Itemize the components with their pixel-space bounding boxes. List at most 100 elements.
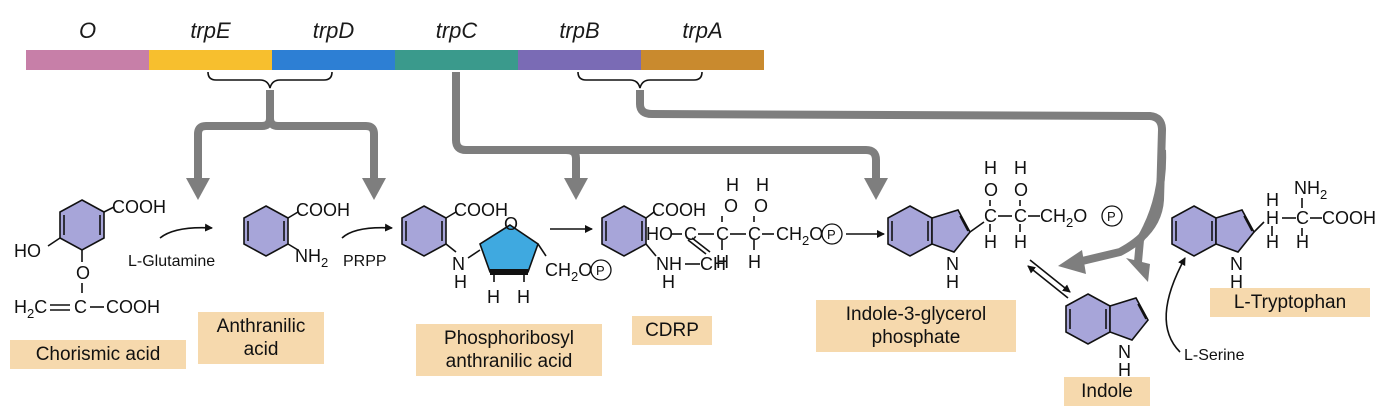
gene-label-trpE: trpE (190, 18, 231, 43)
tryptophan-structure: N H H H H C C COOH NH2 H (1171, 178, 1376, 292)
svg-text:H: H (726, 175, 739, 195)
cdrp-structure: COOH HO C C C CH2O P H O H O H H NH CH H (601, 175, 843, 292)
indole-structure: N H (1065, 293, 1149, 380)
trpC-to-cdrp-arrow (452, 72, 580, 180)
svg-text:H: H (756, 175, 769, 195)
trpBA-to-trp-arrow (1134, 149, 1167, 263)
svg-text:H: H (716, 252, 729, 272)
trpC-arrowhead-1 (564, 178, 588, 200)
svg-text:COOH: COOH (652, 200, 706, 220)
svg-text:NH2: NH2 (1294, 178, 1327, 202)
gene-segment-O (26, 50, 149, 70)
svg-text:N: N (452, 254, 465, 274)
svg-text:H: H (1266, 232, 1279, 252)
svg-text:H: H (1230, 272, 1243, 292)
gene-segment-trpD (272, 50, 395, 70)
glutamine-arrow (159, 223, 213, 239)
indole-label: Indole (1064, 377, 1150, 406)
svg-text:NH: NH (656, 254, 682, 274)
chorismic-acid-label: Chorismic acid (10, 340, 186, 369)
svg-text:H: H (1266, 208, 1279, 228)
serine-label: L-Serine (1184, 347, 1245, 364)
prpp-arrow (341, 223, 393, 239)
svg-text:O: O (724, 196, 738, 216)
svg-text:H: H (984, 158, 997, 178)
gene-label-O: O (79, 18, 96, 43)
trpC-to-igp-arrow (566, 146, 880, 180)
svg-text:H: H (662, 272, 675, 292)
svg-text:H: H (1014, 158, 1027, 178)
trpBA-arrowhead-1 (1058, 250, 1086, 274)
svg-text:H: H (1014, 232, 1027, 252)
svg-text:NH2: NH2 (295, 246, 328, 270)
svg-text:H: H (1296, 232, 1309, 252)
svg-text:COOH: COOH (1322, 208, 1376, 228)
trpC-arrowhead-2 (864, 178, 888, 200)
svg-text:O: O (754, 196, 768, 216)
prpp-label: PRPP (343, 253, 387, 270)
gene-label-trpA: trpA (682, 18, 722, 43)
cdrp-label: CDRP (632, 316, 712, 345)
gene-label-trpD: trpD (313, 18, 355, 43)
svg-text:HO: HO (646, 224, 673, 244)
trpE-trpD-brace (207, 71, 333, 89)
svg-text:H: H (454, 272, 467, 292)
svg-text:H: H (1266, 190, 1279, 210)
trpBA-arrowhead-2 (1126, 258, 1150, 282)
igp-indole-equilibrium-arrows (1027, 259, 1071, 299)
svg-text:O: O (1014, 180, 1028, 200)
svg-text:P: P (596, 263, 605, 278)
chorismic-acid-structure: COOH HO O H2C C COOH (14, 197, 166, 321)
gene-segment-trpB (518, 50, 641, 70)
svg-text:H: H (748, 252, 761, 272)
svg-text:H: H (517, 287, 530, 307)
gene-segment-trpC (395, 50, 518, 70)
enzyme-flow-arrows (186, 72, 1167, 282)
gene-label-trpC: trpC (436, 18, 478, 43)
anthranilic-acid-structure: COOH NH2 (243, 200, 350, 270)
svg-text:C: C (1014, 206, 1027, 226)
svg-text:COOH: COOH (454, 200, 508, 220)
svg-text:HO: HO (14, 241, 41, 261)
svg-text:P: P (827, 227, 836, 242)
svg-text:P: P (1107, 209, 1116, 224)
svg-text:CH2O: CH2O (1040, 206, 1087, 230)
svg-text:C: C (1296, 208, 1309, 228)
svg-text:O: O (984, 180, 998, 200)
svg-text:N: N (1230, 254, 1243, 274)
svg-text:COOH: COOH (112, 197, 166, 217)
svg-text:N: N (946, 254, 959, 274)
glutamine-label: L-Glutamine (128, 253, 215, 270)
svg-text:O: O (504, 214, 518, 234)
phosphoribosyl-anthranilic-acid-structure: COOH N H O H H CH2O P (401, 200, 612, 307)
svg-text:H: H (1118, 360, 1131, 380)
tryptophan-label: L-Tryptophan (1210, 288, 1370, 317)
svg-text:C: C (748, 224, 761, 244)
svg-text:CH2O: CH2O (776, 224, 823, 248)
serine-arrow (1165, 257, 1186, 353)
svg-text:C: C (984, 206, 997, 226)
svg-text:H: H (487, 287, 500, 307)
svg-text:H: H (984, 232, 997, 252)
svg-text:CH2O: CH2O (545, 260, 592, 284)
trpED-to-pra-arrow (266, 117, 378, 180)
gene-segment-trpA (641, 50, 764, 70)
trpED-arrowhead-2 (362, 178, 386, 200)
svg-text:CH: CH (700, 254, 726, 274)
trpED-to-anthranilate-arrow (194, 90, 274, 180)
gene-segment-trpE (149, 50, 272, 70)
svg-text:N: N (1118, 342, 1131, 362)
trpB-trpA-brace (577, 71, 703, 89)
indole-glycerol-phosphate-structure: N H C C CH2O P H O H O H H (887, 158, 1123, 292)
svg-text:C: C (74, 297, 87, 317)
svg-text:H: H (946, 272, 959, 292)
gene-label-trpB: trpB (559, 18, 599, 43)
svg-text:COOH: COOH (106, 297, 160, 317)
svg-text:C: C (716, 224, 729, 244)
svg-text:H2C: H2C (14, 297, 47, 321)
